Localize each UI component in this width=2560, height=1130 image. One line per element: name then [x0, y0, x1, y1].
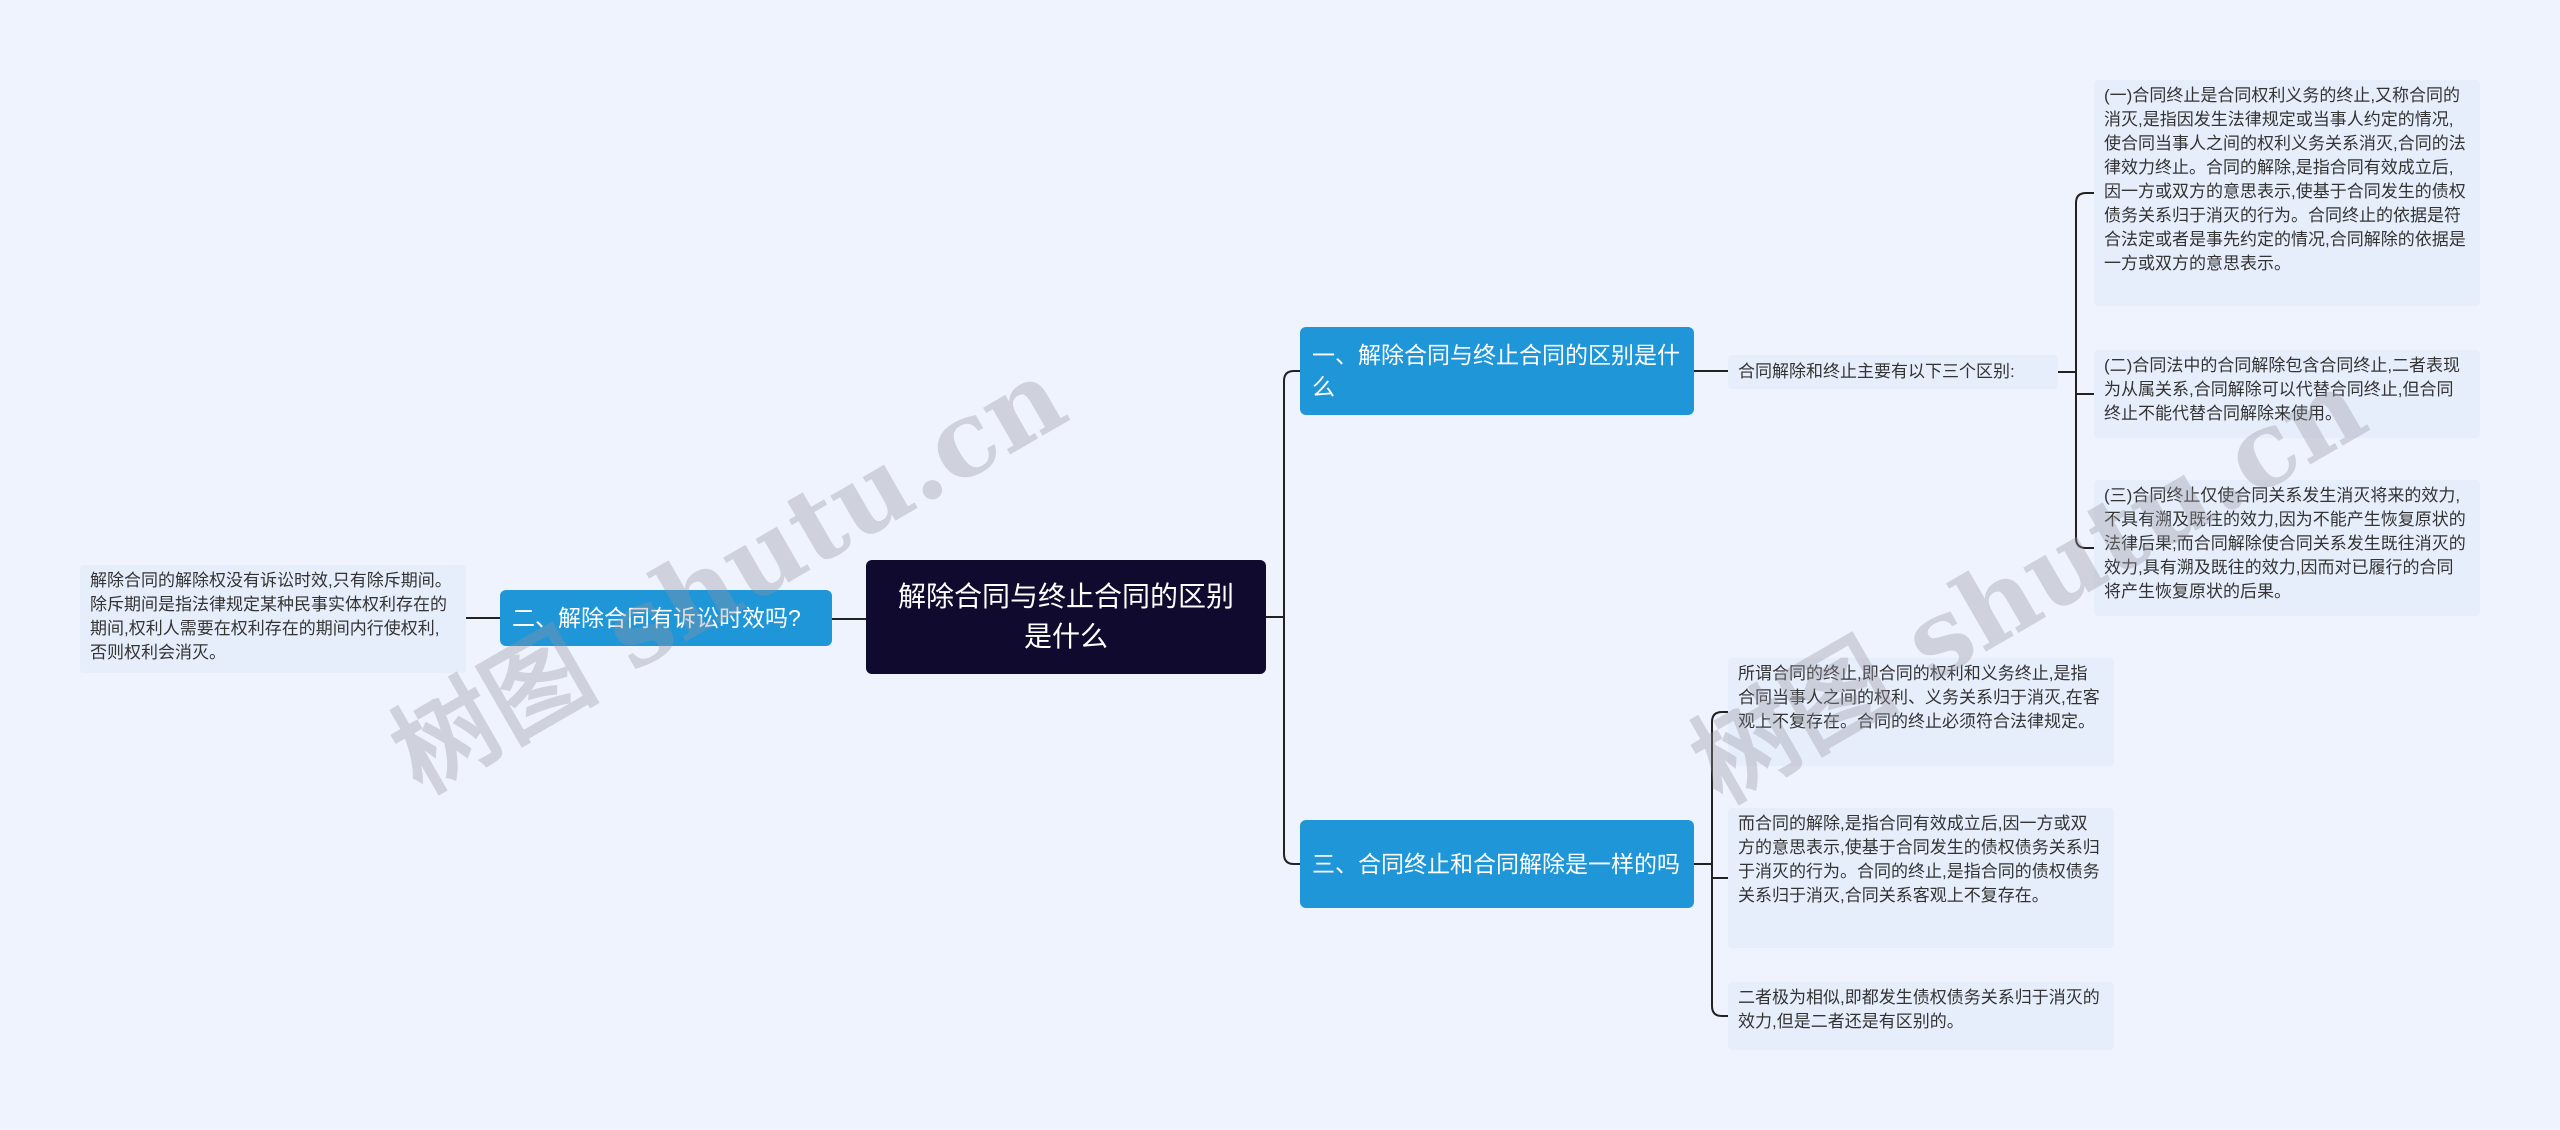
connector-branch3-leaves-link-1 — [1711, 711, 1728, 864]
branch-1-leaf-2[interactable]: (二)合同法中的合同解除包含合同终止,二者表现为从属关系,合同解除可以代替合同终… — [2094, 350, 2480, 438]
branch-topic-2[interactable]: 二、解除合同有诉讼时效吗? — [500, 590, 832, 646]
root-topic[interactable]: 解除合同与终止合同的区别是什么 — [866, 560, 1266, 674]
branch-1-summary-label: 合同解除和终止主要有以下三个区别: — [1738, 362, 2015, 381]
branch-topic-3[interactable]: 三、合同终止和合同解除是一样的吗 — [1300, 820, 1694, 908]
connector-root-right-link-2 — [1283, 617, 1300, 865]
connector-root-right-link-1 — [1283, 370, 1300, 617]
branch-3-leaf-2[interactable]: 而合同的解除,是指合同有效成立后,因一方或双方的意思表示,使基于合同发生的债权债… — [1728, 808, 2114, 948]
branch-3-leaf-3[interactable]: 二者极为相似,即都发生债权债务关系归于消灭的效力,但是二者还是有区别的。 — [1728, 982, 2114, 1050]
branch-1-leaf-3[interactable]: (三)合同终止仅使合同关系发生消灭将来的效力,不具有溯及既往的效力,因为不能产生… — [2094, 480, 2480, 616]
branch-2-leaf-1[interactable]: 解除合同的解除权没有诉讼时效,只有除斥期间。除斥期间是指法律规定某种民事实体权利… — [80, 565, 466, 673]
connector-summary-leaves-link-1 — [2075, 192, 2094, 372]
branch-1-summary-node[interactable]: 合同解除和终止主要有以下三个区别: — [1728, 355, 2058, 389]
connector-branch3-leaves-link-3 — [1711, 864, 1728, 1017]
branch-1-leaf-1[interactable]: (一)合同终止是合同权利义务的终止,又称合同的消灭,是指因发生法律规定或当事人约… — [2094, 80, 2480, 306]
branch-topic-1-label: 一、解除合同与终止合同的区别是什么 — [1312, 342, 1680, 400]
branch-topic-1[interactable]: 一、解除合同与终止合同的区别是什么 — [1300, 327, 1694, 415]
connector-summary-leaves-link-3 — [2075, 372, 2094, 549]
root-topic-label: 解除合同与终止合同的区别是什么 — [897, 581, 1234, 652]
branch-topic-3-label: 三、合同终止和合同解除是一样的吗 — [1312, 851, 1680, 877]
branch-topic-2-label: 二、解除合同有诉讼时效吗? — [512, 605, 801, 631]
branch-3-leaf-1[interactable]: 所谓合同的终止,即合同的权利和义务终止,是指合同当事人之间的权利、义务关系归于消… — [1728, 658, 2114, 766]
